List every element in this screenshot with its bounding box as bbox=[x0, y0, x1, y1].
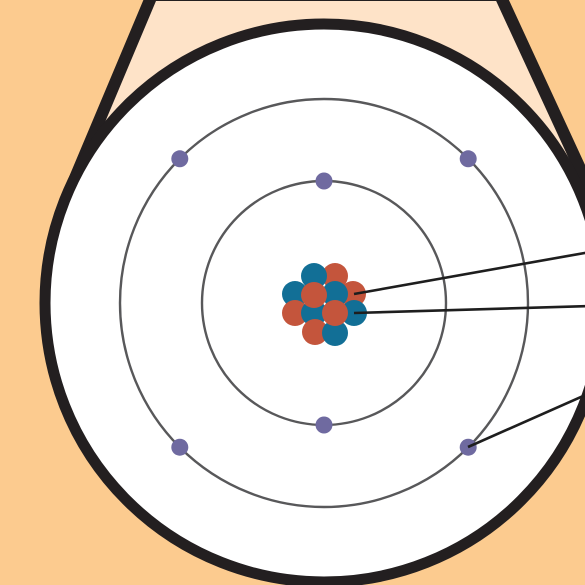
proton bbox=[322, 300, 348, 326]
electron bbox=[171, 439, 188, 456]
proton bbox=[301, 282, 327, 308]
electron bbox=[171, 150, 188, 167]
electron bbox=[316, 417, 333, 434]
electron bbox=[460, 150, 477, 167]
electron bbox=[316, 173, 333, 190]
